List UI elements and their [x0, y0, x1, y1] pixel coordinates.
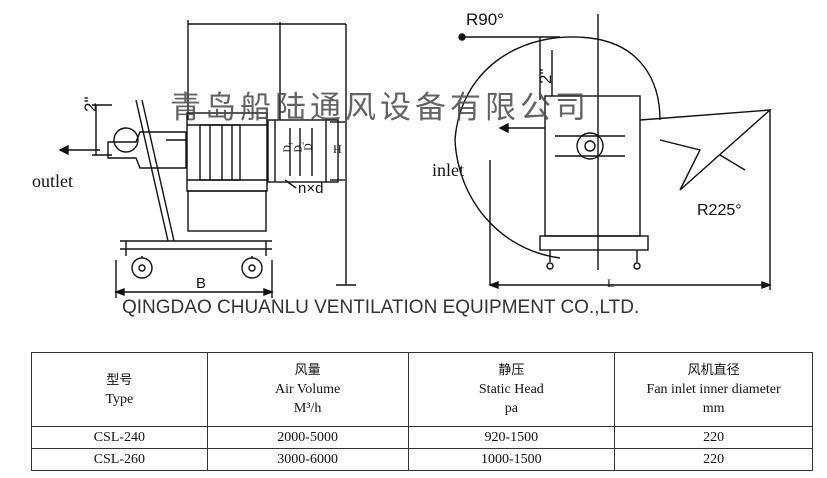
header-fan-diameter: 风机直径 Fan inlet inner diameter mm: [614, 352, 813, 427]
r90-label: R90°: [466, 10, 504, 29]
cell-fan-diameter: 220: [614, 448, 813, 471]
cell-static-head: 1000-1500: [407, 448, 616, 471]
right-view: [454, 14, 773, 290]
company-name-en: QINGDAO CHUANLU VENTILATION EQUIPMENT CO…: [122, 297, 640, 318]
spec-table: 型号 Type 风量 Air Volume M³/h 静压 Static Hea…: [31, 352, 813, 471]
company-name-cn: 青岛船陆通风设备有限公司: [170, 90, 590, 126]
spec-table-header: 型号 Type 风量 Air Volume M³/h 静压 Static Hea…: [31, 352, 813, 427]
holes-label: n×d: [298, 180, 324, 197]
d1-label: D₁: [282, 141, 294, 153]
table-row: CSL-240 2000-5000 920-1500 220: [31, 426, 813, 449]
h-label: H: [333, 142, 342, 156]
r225-label: R225°: [697, 202, 742, 219]
inlet-label: inlet: [432, 160, 464, 180]
left-height-dim-label: 2": [81, 96, 100, 113]
left-view: [58, 20, 356, 298]
outlet-label: outlet: [32, 171, 73, 191]
dim-l-label: L: [607, 276, 615, 290]
cell-fan-diameter: 220: [614, 426, 813, 449]
header-type: 型号 Type: [31, 352, 208, 427]
cell-type: CSL-240: [31, 426, 208, 449]
table-row: CSL-260 3000-6000 1000-1500 220: [31, 448, 813, 471]
cell-air-volume: 2000-5000: [206, 426, 409, 449]
cell-air-volume: 3000-6000: [206, 448, 409, 471]
dim-b-label: B: [196, 275, 207, 292]
cell-type: CSL-260: [31, 448, 208, 471]
d-label: D: [303, 143, 315, 151]
header-air-volume: 风量 Air Volume M³/h: [206, 352, 409, 427]
cell-static-head: 920-1500: [407, 426, 616, 449]
header-static-head: 静压 Static Head pa: [407, 352, 616, 427]
